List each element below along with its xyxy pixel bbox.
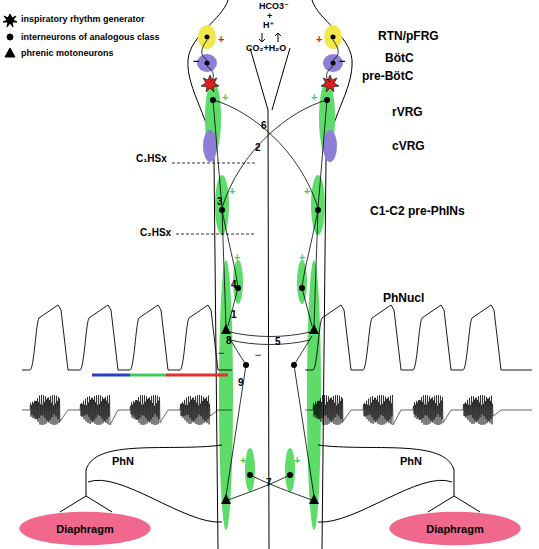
phase-bar <box>92 374 130 377</box>
text-label: C₂HSx <box>140 228 171 238</box>
connection-line <box>230 340 310 345</box>
phrenic-nucleus <box>307 260 321 530</box>
text-label: 8 <box>226 336 232 346</box>
legend-text: inspiratory rhythm generator <box>21 15 145 24</box>
text-label: + <box>299 252 305 263</box>
text-label: − <box>218 348 224 359</box>
text-label: + <box>229 186 235 197</box>
text-label: 6 <box>261 121 267 131</box>
text-label: BötC <box>385 52 414 64</box>
text-label: HCO3⁻ <box>259 2 289 11</box>
text-label: + <box>316 34 322 45</box>
text-label: PhNucl <box>383 292 424 304</box>
text-label: + <box>311 92 317 103</box>
interneuron-dot <box>331 61 336 66</box>
connection-line <box>230 332 310 337</box>
equilibrium-arrows <box>259 33 281 42</box>
text-label: RTN/pFRG <box>378 30 439 42</box>
text-label: 1 <box>231 310 237 320</box>
text-label: − <box>255 350 261 361</box>
phrenic-nerve <box>60 445 222 512</box>
text-label: + <box>234 252 240 263</box>
prephin-column <box>215 175 229 235</box>
phrenic-nucleus <box>219 260 233 530</box>
rhythm-generator-star <box>201 75 219 92</box>
integrated-trace <box>305 305 532 370</box>
connection-line <box>228 336 312 365</box>
organ-ellipse: Diaphragm <box>388 511 522 546</box>
legend-triangle-symbol <box>5 48 15 57</box>
text-label: PhN <box>400 456 422 467</box>
text-label: 2 <box>255 143 261 153</box>
text-label: PhN <box>112 456 134 467</box>
text-label: 7 <box>266 478 272 488</box>
text-label: pre-BötC <box>362 70 413 82</box>
text-label: 4 <box>231 280 237 290</box>
burst-trace <box>305 395 532 425</box>
text-label: − <box>193 56 199 67</box>
phrenic-nerve <box>318 445 480 512</box>
botc-region <box>197 54 217 72</box>
phase-bar <box>130 374 166 377</box>
rhythm-generator-star <box>321 75 339 92</box>
text-label: C₁HSx <box>136 154 167 164</box>
text-label: + <box>267 12 272 21</box>
legend-text: interneurons of analogous class <box>21 33 160 42</box>
connection-line <box>213 100 318 208</box>
interneuron-dot <box>205 61 210 66</box>
connection-line <box>207 66 333 82</box>
connection-line <box>213 100 327 208</box>
recording-traces <box>22 305 532 425</box>
text-label: + <box>240 455 246 466</box>
burst-trace <box>22 395 232 425</box>
text-label: + <box>222 92 228 103</box>
text-label: C1-C2 pre-PhINs <box>370 205 465 217</box>
connection-line <box>222 210 318 288</box>
cvrg-region <box>203 130 217 162</box>
node-label: Diaphragm <box>56 523 113 535</box>
text-label: 3 <box>217 197 223 207</box>
text-label: + <box>304 186 310 197</box>
connection-line <box>226 365 314 496</box>
interneuron-dot <box>205 35 210 40</box>
text-label: + <box>218 34 224 45</box>
text-label: cVRG <box>392 140 425 152</box>
legend-text: phrenic motoneurons <box>21 49 114 58</box>
connection-line <box>222 100 327 208</box>
text-label: − <box>339 56 345 67</box>
text-label: CO₂+H₂O <box>246 44 286 53</box>
text-label: 5 <box>275 337 281 347</box>
interneuron-column <box>285 448 295 492</box>
legend-star-symbol <box>3 14 17 27</box>
connection-line <box>222 210 318 326</box>
text-label: rVRG <box>392 106 423 118</box>
interneuron-dot <box>331 35 336 40</box>
connection-line <box>228 475 312 500</box>
connection-line <box>228 288 312 326</box>
interneuron-column <box>245 448 255 492</box>
legend-dot-symbol <box>7 34 13 40</box>
text-label: + <box>294 455 300 466</box>
integrated-trace <box>22 305 232 370</box>
phase-bar <box>166 374 228 377</box>
section-line <box>176 234 255 235</box>
section-line <box>172 163 255 164</box>
rtn-region <box>198 25 216 49</box>
node-label: Diaphragm <box>426 523 483 535</box>
text-label: H⁺ <box>263 21 274 30</box>
organ-ellipse: Diaphragm <box>18 511 152 546</box>
midline <box>272 48 290 110</box>
text-label: 9 <box>238 378 244 388</box>
cvrg-region <box>323 130 337 162</box>
rtn-region <box>324 25 342 49</box>
